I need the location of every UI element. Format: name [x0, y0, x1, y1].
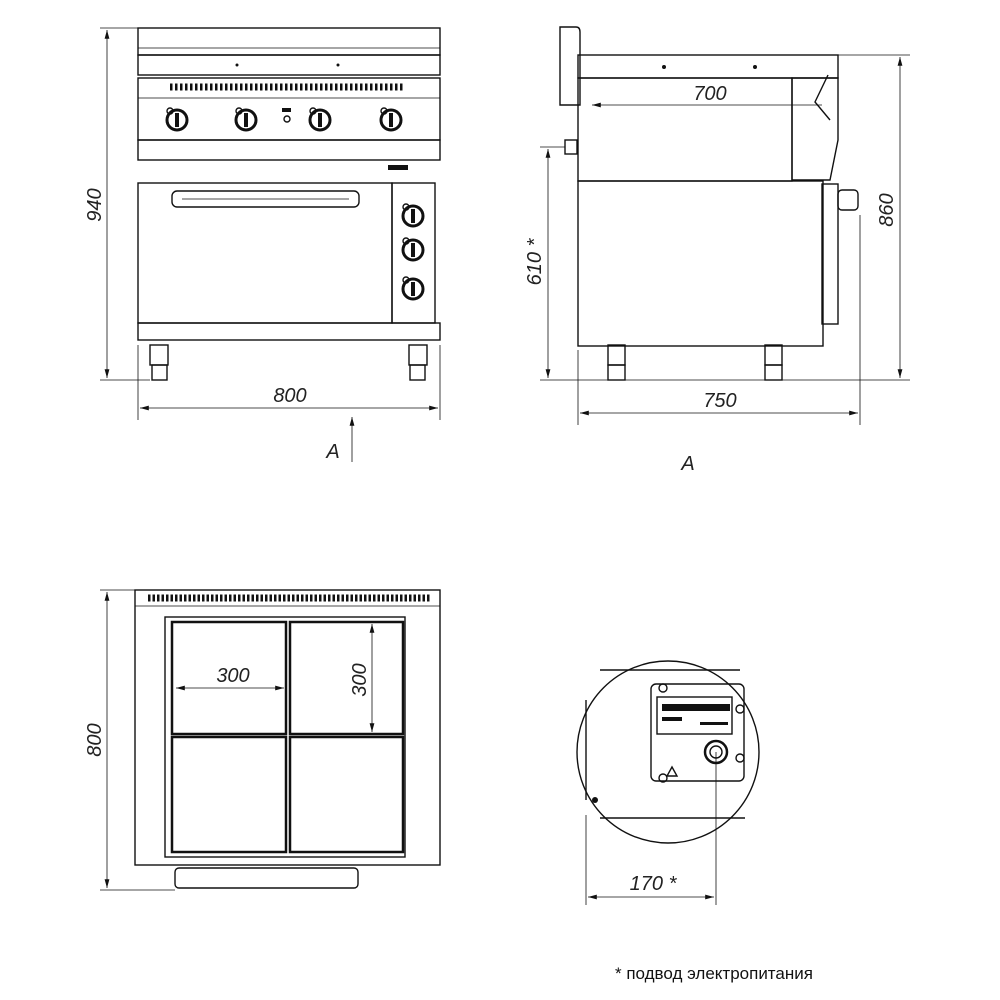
rating-plate: [656, 696, 733, 735]
side-depth-label: 750: [703, 390, 736, 412]
connection-detail-view: 170 *: [576, 660, 760, 905]
oven-knob: [401, 275, 425, 301]
view-arrow-label: A: [325, 441, 339, 463]
side-height-label: 860: [876, 193, 898, 226]
view-a-label: A: [680, 453, 694, 475]
front-width-label: 800: [273, 385, 306, 407]
top-depth-label: 800: [84, 723, 106, 756]
connection-height-label: 610 *: [524, 237, 546, 285]
hotplate-width-label: 300: [216, 665, 249, 687]
top-view: 800 300 300: [84, 589, 441, 891]
hotplate: [288, 735, 405, 854]
side-view: 860 700 610 * 750 A: [524, 26, 910, 475]
hotplate-knob: [379, 106, 403, 132]
hotplate: [170, 735, 288, 854]
oven-knob: [401, 202, 425, 228]
hotplate-knob: [234, 106, 258, 132]
hotplate-knob: [308, 106, 332, 132]
connection-offset-label: 170 *: [630, 873, 678, 895]
hotplate-knob: [165, 106, 189, 132]
front-height-label: 940: [84, 188, 106, 221]
inner-depth-label: 700: [693, 83, 726, 105]
oven-knob: [401, 236, 425, 262]
hotplate: [170, 620, 288, 736]
hotplate-depth-label: 300: [349, 663, 371, 696]
hotplate: [288, 620, 405, 736]
front-view: 940 800 A: [84, 27, 441, 463]
footnote: * подвод электропитания: [615, 964, 813, 983]
warning-icon: [665, 765, 679, 777]
